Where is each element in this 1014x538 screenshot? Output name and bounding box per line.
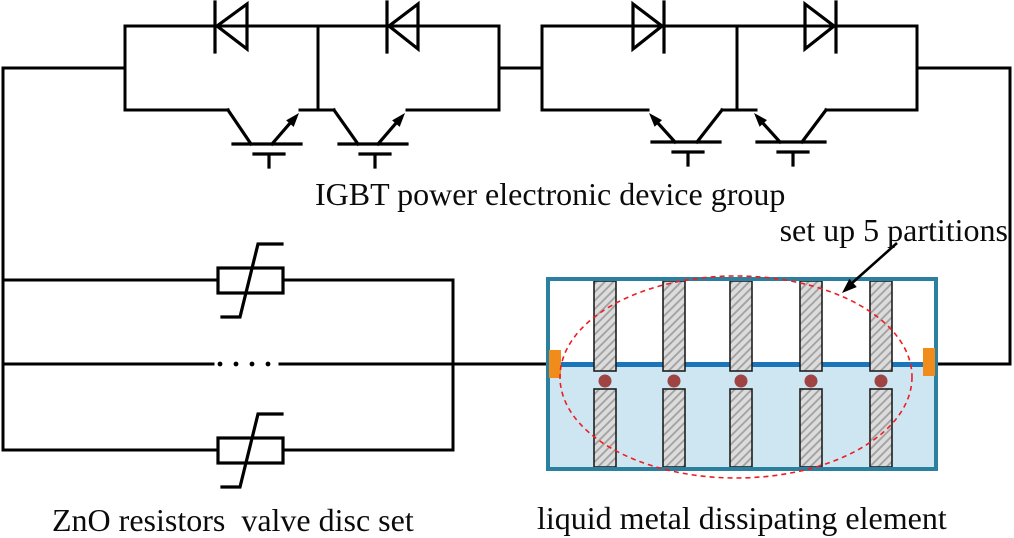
arrow-shaft <box>850 242 898 285</box>
diode-1 <box>213 0 249 54</box>
contact-dot <box>667 374 681 388</box>
emitter-arrow-icon <box>392 113 405 127</box>
emitter-arrow-icon <box>286 113 299 127</box>
zno-valve-branch <box>1 242 550 489</box>
partition-annotation-arrow <box>842 242 898 293</box>
lower-partition <box>729 388 753 468</box>
electrode-right <box>923 348 935 376</box>
igbt-1 <box>225 107 303 169</box>
diode-2 <box>385 0 420 54</box>
liquid-contacts <box>598 374 888 388</box>
tank-border <box>546 277 938 471</box>
partition-highlight-ellipse <box>559 275 913 479</box>
partition-note-label: set up 5 partitions <box>780 212 1008 248</box>
igbt-group-left <box>1 0 501 169</box>
contact-dot <box>734 374 748 388</box>
zno-wires <box>1 278 550 452</box>
contact-dot <box>874 374 888 388</box>
lower-partition <box>662 388 686 468</box>
arrowhead-icon <box>842 278 857 293</box>
upper-partition <box>729 280 753 372</box>
igbt-4 <box>754 107 829 167</box>
emitter-arrow-icon <box>649 113 662 127</box>
upper-partitions <box>593 280 893 372</box>
igbt-group-label: IGBT power electronic device group <box>315 176 785 212</box>
liquid-metal-tank <box>546 275 938 479</box>
diode-4 <box>803 0 838 54</box>
contact-dot <box>804 374 818 388</box>
upper-partition <box>593 280 617 372</box>
igbt-3 <box>649 107 725 167</box>
upper-partition <box>662 280 686 372</box>
ellipsis-dots-icon <box>217 361 271 367</box>
lower-partitions <box>593 388 893 468</box>
contact-dot <box>598 374 612 388</box>
varistor-1 <box>216 242 285 319</box>
lower-partition <box>593 388 617 468</box>
igbt-group-right <box>540 0 919 167</box>
lower-partition <box>799 388 823 468</box>
upper-partition <box>799 280 823 372</box>
zno-set-label: ZnO resistors valve disc set <box>52 502 414 538</box>
electrode-left <box>549 350 561 378</box>
right-group-wires <box>540 24 919 112</box>
left-group-wires <box>1 24 501 112</box>
igbt-2 <box>331 107 409 169</box>
diode-3 <box>631 0 666 54</box>
liquid-element-label: liquid metal dissipating element <box>537 500 947 536</box>
emitter-arrow-icon <box>754 113 767 127</box>
right-bus-wire <box>915 66 1012 366</box>
varistor-2 <box>216 412 285 489</box>
